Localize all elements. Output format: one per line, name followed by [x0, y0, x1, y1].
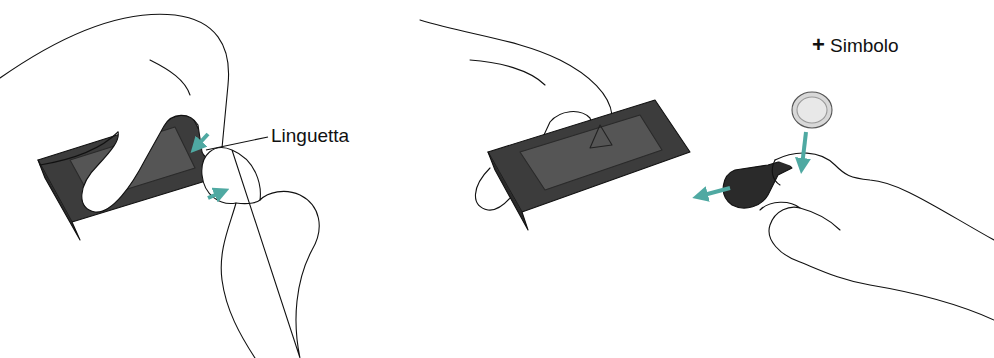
insert-arrow — [700, 188, 730, 196]
remote-body — [488, 100, 690, 212]
hand-line — [150, 60, 190, 95]
hand-right — [760, 153, 994, 320]
part-label: Simbolo — [830, 36, 899, 55]
hand-line — [236, 200, 260, 204]
warning-symbol — [590, 125, 612, 148]
hand-line — [800, 208, 840, 230]
hand-bottom — [202, 148, 319, 358]
hand-line — [40, 132, 118, 165]
remote-edge — [38, 160, 80, 240]
remote-edge — [488, 152, 528, 230]
press-arrow — [196, 134, 208, 147]
hand-line — [470, 60, 545, 85]
plus-symbol: + — [812, 34, 825, 56]
pull-arrow — [208, 192, 222, 198]
coin-battery — [792, 92, 832, 128]
hand-line — [772, 160, 780, 185]
coin-battery — [797, 97, 827, 123]
remote-panel — [520, 115, 662, 190]
leader-line — [206, 137, 268, 150]
part-label: Linguetta — [271, 126, 349, 145]
battery-tray — [723, 160, 792, 208]
insert-arrow — [802, 132, 806, 166]
hand-top — [0, 14, 229, 212]
